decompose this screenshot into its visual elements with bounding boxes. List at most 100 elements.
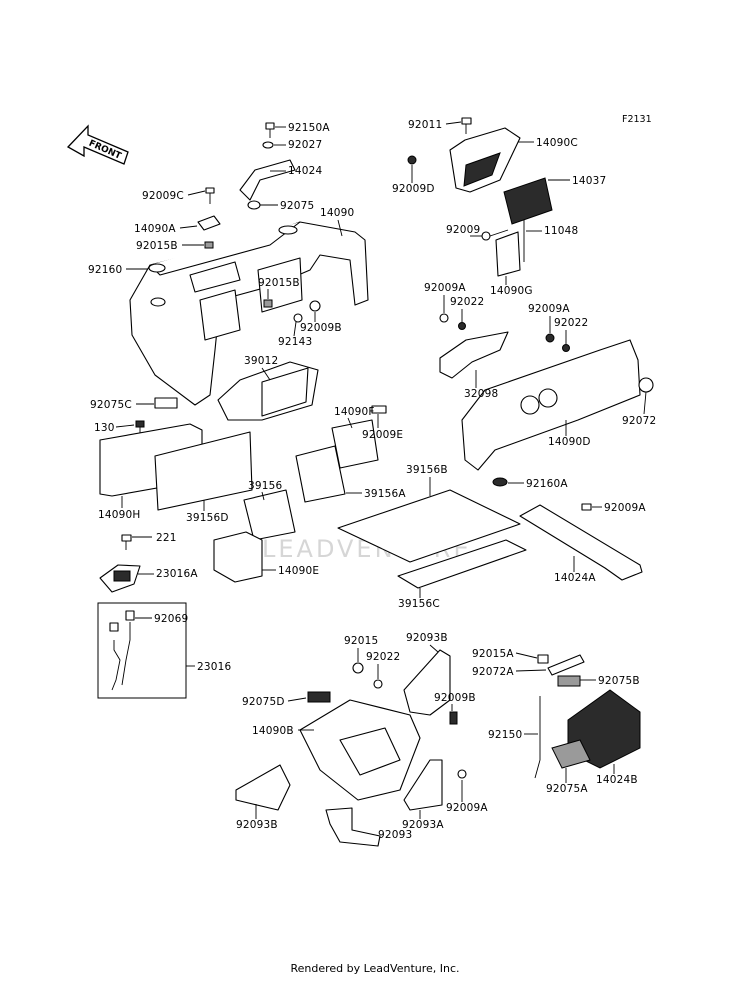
label-92009B: 92009B xyxy=(300,322,342,334)
label-92009: 92009 xyxy=(446,224,480,236)
bolt-92009D xyxy=(407,155,417,165)
label-14024B: 14024B xyxy=(596,774,638,786)
bracket-92093 xyxy=(325,807,381,847)
figure-code: F2131 xyxy=(622,114,652,125)
panel-14090E xyxy=(213,531,263,583)
nut-92143 xyxy=(293,313,303,323)
bolt-92009A-a xyxy=(439,313,449,323)
label-11048: 11048 xyxy=(544,225,578,237)
label-14090C: 14090C xyxy=(536,137,578,149)
label-39156C: 39156C xyxy=(398,598,440,610)
pad-39156A xyxy=(295,445,346,503)
label-14024A: 14024A xyxy=(554,572,596,584)
label-92022-c: 92022 xyxy=(366,651,400,663)
label-14090A: 14090A xyxy=(134,223,176,235)
washer-92027 xyxy=(262,141,274,149)
cover-14090C xyxy=(449,127,521,193)
front-arrow-icon: FRONT xyxy=(66,124,129,165)
bracket-92093B-a xyxy=(403,649,451,716)
bracket-14090G xyxy=(495,231,521,277)
washer-92022-c xyxy=(373,679,383,689)
label-92075C: 92075C xyxy=(90,399,132,411)
heatsink-14037 xyxy=(503,177,553,225)
clip-92015B-a xyxy=(204,241,214,249)
label-23016A: 23016A xyxy=(156,568,198,580)
tray-14090B xyxy=(299,699,421,801)
bracket-92093A xyxy=(403,759,443,811)
label-92069: 92069 xyxy=(154,613,188,625)
grommet-92160 xyxy=(148,263,166,273)
label-92075B: 92075B xyxy=(598,675,640,687)
duct-39012 xyxy=(217,361,319,421)
pad-39156 xyxy=(243,489,296,541)
label-92009B-b: 92009B xyxy=(434,692,476,704)
label-92009A-a: 92009A xyxy=(424,282,466,294)
label-92015A: 92015A xyxy=(472,648,514,660)
label-92009C: 92009C xyxy=(142,190,184,202)
nut-92015A xyxy=(537,654,549,664)
grommet-92160A xyxy=(492,477,508,487)
bolt-92150A xyxy=(265,122,275,138)
clip-92072 xyxy=(638,377,654,393)
label-14090E: 14090E xyxy=(278,565,319,577)
label-14090F: 14090F xyxy=(334,406,375,418)
plate-14090A xyxy=(197,215,221,231)
label-39156D: 39156D xyxy=(186,512,229,524)
bracket-92093B-b xyxy=(235,764,291,811)
label-92072: 92072 xyxy=(622,415,656,427)
label-92027: 92027 xyxy=(288,139,322,151)
label-14024: 14024 xyxy=(288,165,323,177)
tray-14090D xyxy=(461,339,641,471)
label-14090G: 14090G xyxy=(490,285,533,297)
screw-221 xyxy=(121,534,132,550)
bracket-32098 xyxy=(439,331,509,379)
pad-39156D xyxy=(154,431,253,511)
bolt-92009A-c xyxy=(581,503,592,511)
label-92022-a: 92022 xyxy=(450,296,484,308)
label-39156: 39156 xyxy=(248,480,283,492)
bolt-92009E xyxy=(371,405,387,414)
label-92022-b: 92022 xyxy=(554,317,588,329)
panel-14090F xyxy=(331,419,379,469)
label-92160: 92160 xyxy=(88,264,122,276)
pad-92075A xyxy=(551,739,591,769)
pad-92075C xyxy=(154,397,178,409)
label-92143: 92143 xyxy=(278,336,312,348)
label-14090H: 14090H xyxy=(98,509,141,521)
clip-92015B-b xyxy=(263,299,273,308)
label-92009A-d: 92009A xyxy=(446,802,488,814)
rod-92150 xyxy=(534,696,541,779)
grommet-92075 xyxy=(247,200,261,210)
label-92072A: 92072A xyxy=(472,666,514,678)
fender-panel-14090 xyxy=(129,221,369,406)
label-92075D: 92075D xyxy=(242,696,285,708)
label-92160A: 92160A xyxy=(526,478,568,490)
label-92009D: 92009D xyxy=(392,183,435,195)
footer-credit: Rendered by LeadVenture, Inc. xyxy=(290,962,460,975)
bracket-14024A xyxy=(519,504,643,581)
sheet-39156B xyxy=(337,489,521,563)
label-group: 92150A 92027 14024 92009C 92075 14090A 1… xyxy=(88,119,656,841)
nut-92015 xyxy=(352,662,364,674)
label-92150: 92150 xyxy=(488,729,522,741)
label-14090D: 14090D xyxy=(548,436,591,448)
pad-92075B xyxy=(557,675,581,687)
washer-92022-b xyxy=(562,344,570,352)
bolt-92009 xyxy=(481,229,509,241)
label-14090: 14090 xyxy=(320,207,354,219)
label-92009E: 92009E xyxy=(362,429,403,441)
label-92093B-b: 92093B xyxy=(236,819,278,831)
unit-23016A xyxy=(99,564,141,593)
label-23016: 23016 xyxy=(197,661,232,673)
label-32098: 32098 xyxy=(464,388,498,400)
label-92093: 92093 xyxy=(378,829,412,841)
bolt-92009A-b xyxy=(545,333,555,343)
label-221: 221 xyxy=(156,532,177,544)
clamp-92072A xyxy=(547,654,585,676)
label-39156B: 39156B xyxy=(406,464,448,476)
label-92011: 92011 xyxy=(408,119,442,131)
label-130: 130 xyxy=(94,422,115,434)
label-92150A: 92150A xyxy=(288,122,330,134)
label-14090B: 14090B xyxy=(252,725,294,737)
